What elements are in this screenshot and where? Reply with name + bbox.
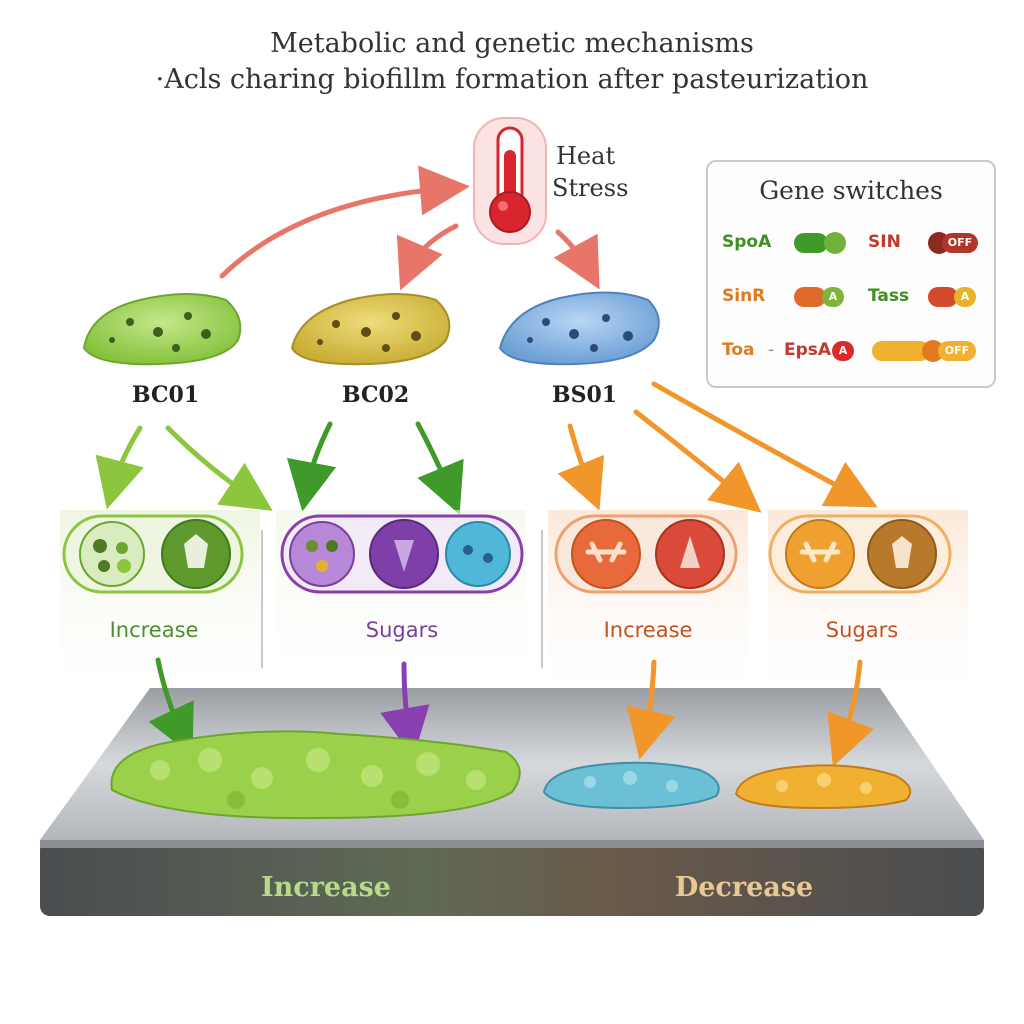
biofilm-blue-small bbox=[542, 761, 720, 810]
gene-switch-name: SIN bbox=[868, 232, 901, 252]
diagram-title-line-1: Metabolic and genetic mechanisms bbox=[270, 28, 754, 59]
gene-switch-name: SinR bbox=[722, 286, 766, 306]
gene-switch-toggle bbox=[872, 341, 930, 361]
gene-switch-toggle bbox=[928, 287, 958, 307]
mechanism-label-1: Increase bbox=[109, 618, 199, 642]
gene-switch-state: A bbox=[954, 287, 976, 307]
mechanism-4-icons bbox=[768, 514, 952, 594]
gene-switch-unlabeled: OFF bbox=[858, 336, 988, 366]
gene-switches-title: Gene switches bbox=[759, 176, 943, 205]
heat-stress-label-line-2: Stress bbox=[552, 174, 629, 202]
gene-switch-state: A bbox=[832, 341, 854, 361]
heat-stress-label-line-1: Heat bbox=[556, 142, 616, 170]
diagram-title-line-2: ·Acls charing biofillm formation after p… bbox=[155, 64, 869, 95]
outcome-increase-label: Increase bbox=[261, 872, 391, 903]
connector-arrow-icon: - bbox=[768, 340, 775, 360]
gene-switch-sinr: SinR A bbox=[712, 282, 848, 312]
gene-switch-state: OFF bbox=[938, 341, 976, 361]
outcome-decrease-label: Decrease bbox=[674, 872, 814, 903]
gene-switch-name: SpoA bbox=[722, 232, 772, 252]
strain-bc01-blob bbox=[82, 293, 242, 366]
gene-switch-name: Toa bbox=[722, 340, 755, 360]
biofilm-amber-small bbox=[734, 764, 912, 810]
strain-bs01-blob bbox=[498, 291, 660, 366]
mechanism-label-2: Sugars bbox=[365, 618, 439, 642]
gene-switches-panel: Gene switches SpoA SIN OFF SinR A Tass A… bbox=[706, 160, 996, 388]
gene-switch-spoa: SpoA bbox=[712, 228, 848, 258]
biofilm-green-large bbox=[110, 730, 521, 820]
switch-knob-icon bbox=[824, 232, 846, 254]
thermometer-icon bbox=[473, 117, 547, 245]
gene-switch-tass: Tass A bbox=[858, 282, 988, 312]
heat-stress-arrows bbox=[219, 165, 600, 291]
strain-label-bs01: BS01 bbox=[552, 382, 618, 408]
strain-arrows bbox=[95, 381, 878, 515]
mechanism-1-icons bbox=[62, 514, 244, 594]
mechanism-label-3: Increase bbox=[603, 618, 693, 642]
gene-switch-state: OFF bbox=[942, 233, 978, 253]
gene-switch-name: EpsA bbox=[784, 340, 832, 360]
strain-bc02-blob bbox=[290, 293, 451, 366]
gene-switch-toa-epsa: Toa - EpsA A bbox=[712, 336, 854, 366]
strain-label-bc02: BC02 bbox=[342, 382, 410, 408]
gene-switch-toggle bbox=[794, 233, 828, 253]
mechanism-label-4: Sugars bbox=[825, 618, 899, 642]
gene-switch-name: Tass bbox=[868, 286, 910, 306]
gene-switch-toggle bbox=[794, 287, 826, 307]
gene-switch-sin: SIN OFF bbox=[858, 228, 988, 258]
mechanism-2-icons bbox=[280, 514, 524, 594]
gene-switch-state: A bbox=[822, 287, 844, 307]
mechanism-3-icons bbox=[554, 514, 738, 594]
outcome-arrows bbox=[148, 657, 875, 767]
strain-label-bc01: BC01 bbox=[132, 382, 200, 408]
